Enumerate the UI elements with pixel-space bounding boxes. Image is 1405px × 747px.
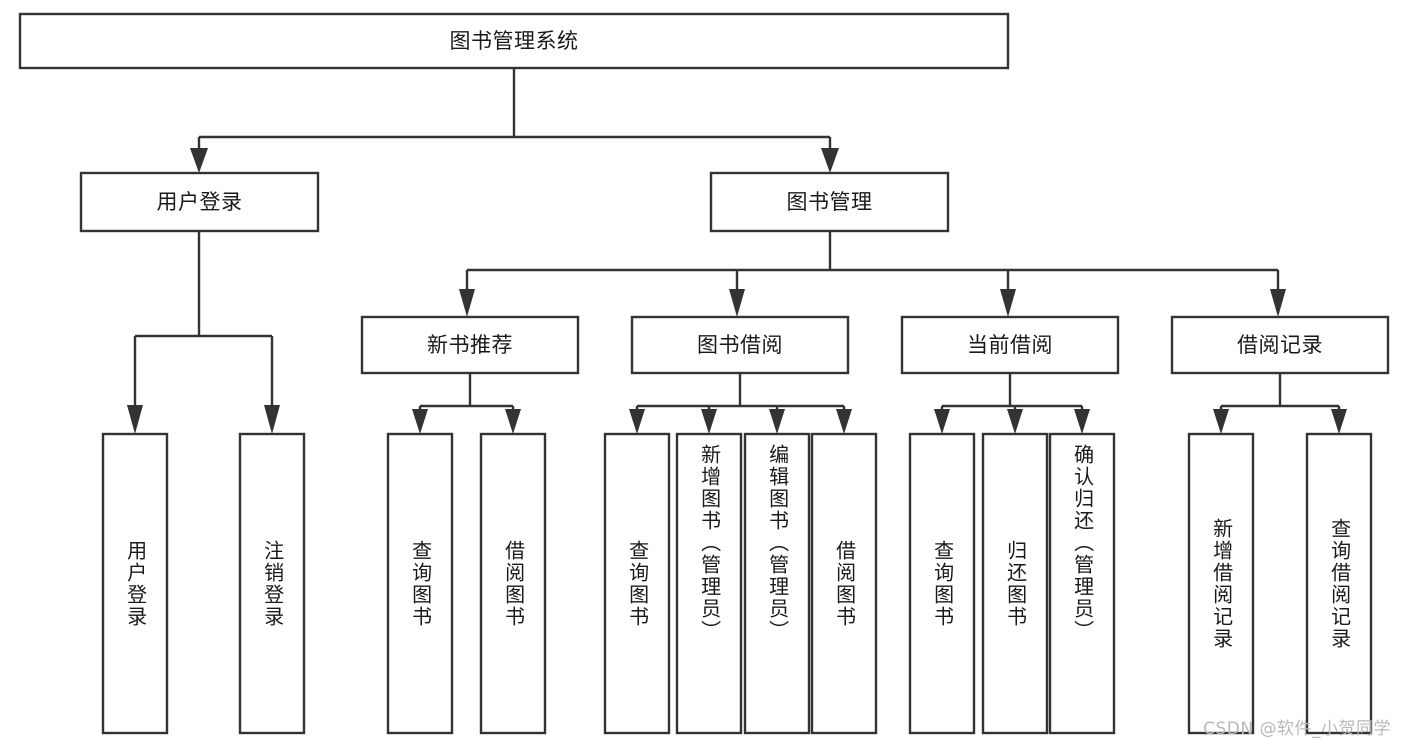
connector-group-borrow-record — [1213, 373, 1347, 434]
arrow-head-current-borrow — [1000, 289, 1016, 317]
node-box-root[interactable] — [18, 12, 1010, 70]
node-box-leaf-edit-book[interactable] — [743, 432, 811, 735]
connector-group-book-borrow — [629, 373, 852, 434]
arrow-head-leaf-add-book — [701, 409, 717, 434]
connector-group-book-manage — [459, 231, 1286, 317]
arrow-head-leaf-query-book-borrow — [629, 409, 645, 434]
arrow-head-leaf-edit-book — [769, 409, 785, 434]
arrow-head-leaf-query-record — [1331, 409, 1347, 434]
node-box-leaf-return-book[interactable] — [981, 432, 1049, 735]
node-box-leaf-confirm-return[interactable] — [1048, 432, 1116, 735]
node-box-current-borrow[interactable] — [900, 315, 1120, 375]
node-box-leaf-borrow-book-rec[interactable] — [479, 432, 547, 735]
connector-group-root — [190, 68, 839, 173]
arrow-head-leaf-confirm-return — [1074, 409, 1090, 434]
arrow-head-leaf-query-book-current — [934, 409, 950, 434]
arrow-head-leaf-user-login — [127, 405, 143, 434]
arrow-head-leaf-borrow-book-rec — [505, 409, 521, 434]
arrow-head-leaf-logout — [264, 405, 280, 434]
node-box-leaf-query-book-rec[interactable] — [386, 432, 454, 735]
node-box-user-login[interactable] — [79, 171, 320, 233]
arrow-head-leaf-query-book-rec — [412, 409, 428, 434]
arrow-head-leaf-borrow-book — [836, 409, 852, 434]
arrow-head-user-login — [190, 148, 208, 173]
arrow-head-leaf-return-book — [1007, 409, 1023, 434]
node-box-leaf-query-record[interactable] — [1305, 432, 1373, 735]
node-box-new-book-recommend[interactable] — [360, 315, 580, 375]
arrow-head-book-borrow — [729, 289, 745, 317]
node-box-leaf-add-record[interactable] — [1187, 432, 1255, 735]
arrow-head-leaf-add-record — [1213, 409, 1229, 434]
arrow-head-book-manage — [821, 148, 839, 173]
connector-group-current-borrow — [934, 373, 1090, 434]
connector-group-user-login — [127, 231, 280, 434]
node-box-leaf-logout[interactable] — [238, 432, 306, 735]
node-box-leaf-add-book[interactable] — [675, 432, 743, 735]
arrow-head-borrow-record — [1270, 289, 1286, 317]
node-box-book-manage[interactable] — [709, 171, 950, 233]
node-box-leaf-borrow-book[interactable] — [810, 432, 878, 735]
connector-group-new-book-recommend — [412, 373, 521, 434]
node-box-borrow-record[interactable] — [1170, 315, 1390, 375]
arrow-head-new-book-recommend — [459, 289, 475, 317]
node-box-leaf-user-login[interactable] — [101, 432, 169, 735]
node-box-leaf-query-book-borrow[interactable] — [603, 432, 671, 735]
node-box-leaf-query-book-current[interactable] — [908, 432, 976, 735]
node-box-book-borrow[interactable] — [630, 315, 850, 375]
